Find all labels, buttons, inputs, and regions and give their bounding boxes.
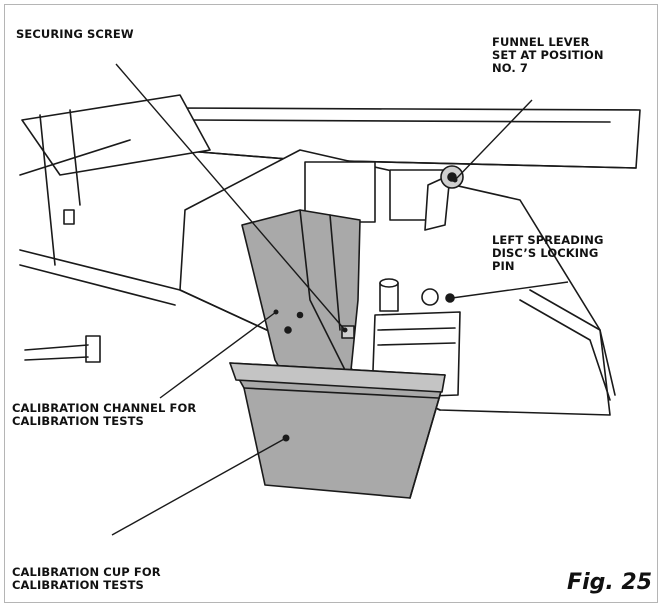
side-rail2	[529, 289, 616, 396]
frame-border	[4, 4, 658, 603]
label-calibration-cup: CALIBRATION CUP FOR CALIBRATION TESTS	[12, 565, 161, 592]
label-locking-pin: LEFT SPREADING DISC’S LOCKING PIN	[492, 233, 604, 273]
top-beam	[174, 107, 641, 169]
cup-inner-edge	[243, 387, 439, 399]
label-funnel-lever: FUNNEL LEVER SET AT POSITION NO. 7	[492, 35, 604, 75]
hopper-floor2	[19, 264, 176, 306]
figure-caption: Fig. 25	[567, 570, 652, 595]
left-frame	[21, 94, 211, 176]
channel-hole	[284, 326, 292, 334]
left-bracket	[85, 335, 101, 363]
left-square	[63, 209, 75, 225]
cup-side	[409, 394, 441, 499]
channel-fold2	[329, 214, 341, 331]
left-frame-post	[39, 114, 56, 266]
leader-calibration-channel	[159, 311, 277, 399]
leader-funnel-lever	[454, 99, 533, 181]
leader-calibration-cup	[111, 437, 287, 536]
cup-rim	[229, 362, 446, 393]
label-securing-screw: SECURING SCREW	[16, 27, 134, 41]
channel-fold	[299, 209, 351, 381]
top-beam-inner	[189, 119, 611, 123]
leader-locking-pin	[451, 281, 569, 299]
label-calibration-channel: CALIBRATION CHANNEL FOR CALIBRATION TEST…	[12, 401, 197, 428]
locking-pin-ring	[421, 288, 439, 306]
left-frame-post2	[69, 109, 81, 206]
left-rod	[24, 344, 89, 351]
channel-hole2	[296, 311, 304, 319]
side-rail	[519, 299, 611, 401]
left-rod2	[24, 356, 89, 361]
leader-securing-screw	[115, 63, 346, 331]
